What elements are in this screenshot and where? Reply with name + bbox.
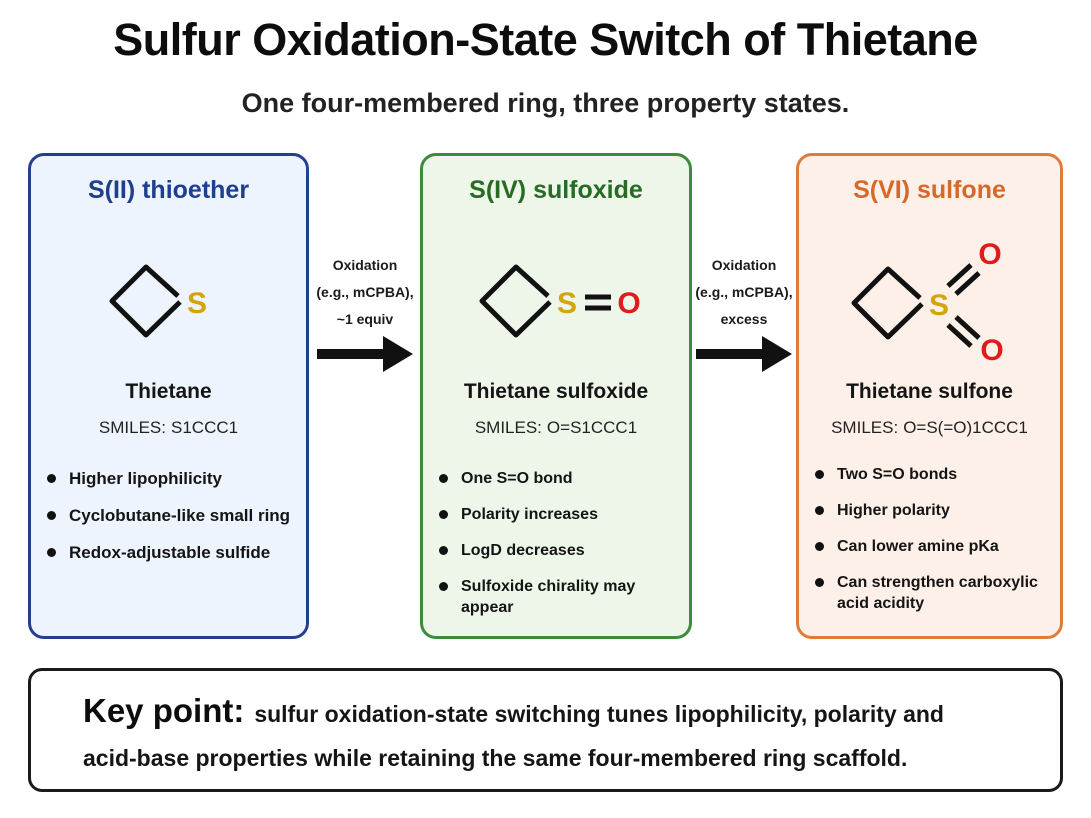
reaction-arrow-1: Oxidation (e.g., mCPBA), ~1 equiv	[313, 252, 417, 372]
smiles-thioether: SMILES: S1CCC1	[31, 418, 306, 438]
arrow-label-line: (e.g., mCPBA),	[695, 284, 793, 300]
arrow-label-line: ~1 equiv	[336, 311, 394, 327]
smiles-sulfoxide: SMILES:O=S1CCC1	[423, 418, 689, 438]
list-item: Can strengthen carboxylic acid acidity	[815, 572, 1052, 614]
right-arrow-icon	[317, 336, 413, 372]
double-bond	[945, 323, 973, 348]
list-item: Sulfoxide chirality may appear	[439, 576, 681, 618]
list-item: LogD decreases	[439, 540, 681, 561]
list-item: Cyclobutane-like small ring	[47, 505, 298, 526]
smiles-value: O=S1CCC1	[546, 418, 638, 437]
card-thioether: S(II) thioether S Thietane SMILES: S1CCC1…	[28, 153, 309, 639]
list-item: Can lower amine pKa	[815, 536, 1052, 557]
arrow-label-line: (e.g., mCPBA),	[316, 284, 414, 300]
double-bond	[953, 271, 981, 296]
smiles-label: SMILES:	[98, 418, 166, 437]
ring-bonds	[109, 264, 182, 338]
oxygen-atom-label: O	[978, 238, 1001, 271]
arrow-label-line: Oxidation	[332, 257, 398, 273]
key-point-box: Key point: sulfur oxidation-state switchi…	[28, 668, 1063, 792]
sulfur-atom-label: S	[928, 289, 948, 322]
sulfur-atom-label: S	[186, 287, 206, 320]
card-heading-sulfoxide: S(IV) sulfoxide	[469, 176, 643, 204]
property-list-thioether: Higher lipophilicity Cyclobutane-like sm…	[47, 468, 298, 579]
page-title: Sulfur Oxidation-State Switch of Thietan…	[113, 14, 978, 65]
card-heading-thioether: S(II) thioether	[87, 176, 250, 204]
smiles-label: SMILES:	[474, 418, 542, 437]
thietane-sulfone-structure: S O O	[799, 224, 1060, 374]
thietane-sulfoxide-structure: S O	[423, 224, 689, 374]
property-list-sulfone: Two S=O bonds Higher polarity Can lower …	[815, 464, 1052, 629]
arrow-label-line: excess	[720, 311, 768, 327]
card-sulfone: S(VI) sulfone S O O Thietane sulfone SMI…	[796, 153, 1063, 639]
smiles-sulfone: SMILES:O=S(=O)1CCC1	[799, 418, 1060, 438]
list-item: Polarity increases	[439, 504, 681, 525]
list-item: Redox-adjustable sulfide	[47, 542, 298, 563]
oxygen-atom-label: O	[980, 334, 1003, 367]
ring-bonds	[851, 266, 924, 340]
sulfur-atom-label: S	[557, 287, 577, 320]
ring-bonds	[479, 264, 552, 338]
molecule-name-sulfoxide: Thietane sulfoxide	[463, 380, 649, 403]
page-subtitle: One four-membered ring, three property s…	[241, 88, 850, 118]
property-list-sulfoxide: One S=O bond Polarity increases LogD dec…	[439, 468, 681, 633]
list-item: Higher lipophilicity	[47, 468, 298, 489]
molecule-name-thioether: Thietane	[125, 380, 212, 403]
card-heading-sulfone: S(VI) sulfone	[853, 176, 1006, 204]
right-arrow-icon	[696, 336, 792, 372]
oxygen-atom-label: O	[617, 287, 640, 320]
thietane-structure: S	[31, 224, 306, 374]
reaction-arrow-2: Oxidation (e.g., mCPBA), excess	[692, 252, 796, 372]
list-item: Two S=O bonds	[815, 464, 1052, 485]
smiles-value: S1CCC1	[171, 418, 239, 437]
key-point-line-2: acid-base properties while retaining the…	[83, 745, 908, 771]
smiles-value: O=S(=O)1CCC1	[903, 418, 1028, 437]
molecule-name-sulfone: Thietane sulfone	[846, 380, 1013, 403]
double-bond	[945, 263, 973, 288]
key-point-text: sulfur oxidation-state switching tunes l…	[254, 701, 944, 727]
card-sulfoxide: S(IV) sulfoxide S O Thietane sulfoxide S…	[420, 153, 692, 639]
arrow-label-line: Oxidation	[711, 257, 777, 273]
list-item: Higher polarity	[815, 500, 1052, 521]
list-item: One S=O bond	[439, 468, 681, 489]
key-point-line-1: Key point: sulfur oxidation-state switchi…	[83, 689, 1036, 736]
key-point-label: Key point:	[83, 692, 245, 729]
double-bond	[953, 315, 981, 340]
smiles-label: SMILES:	[831, 418, 899, 437]
